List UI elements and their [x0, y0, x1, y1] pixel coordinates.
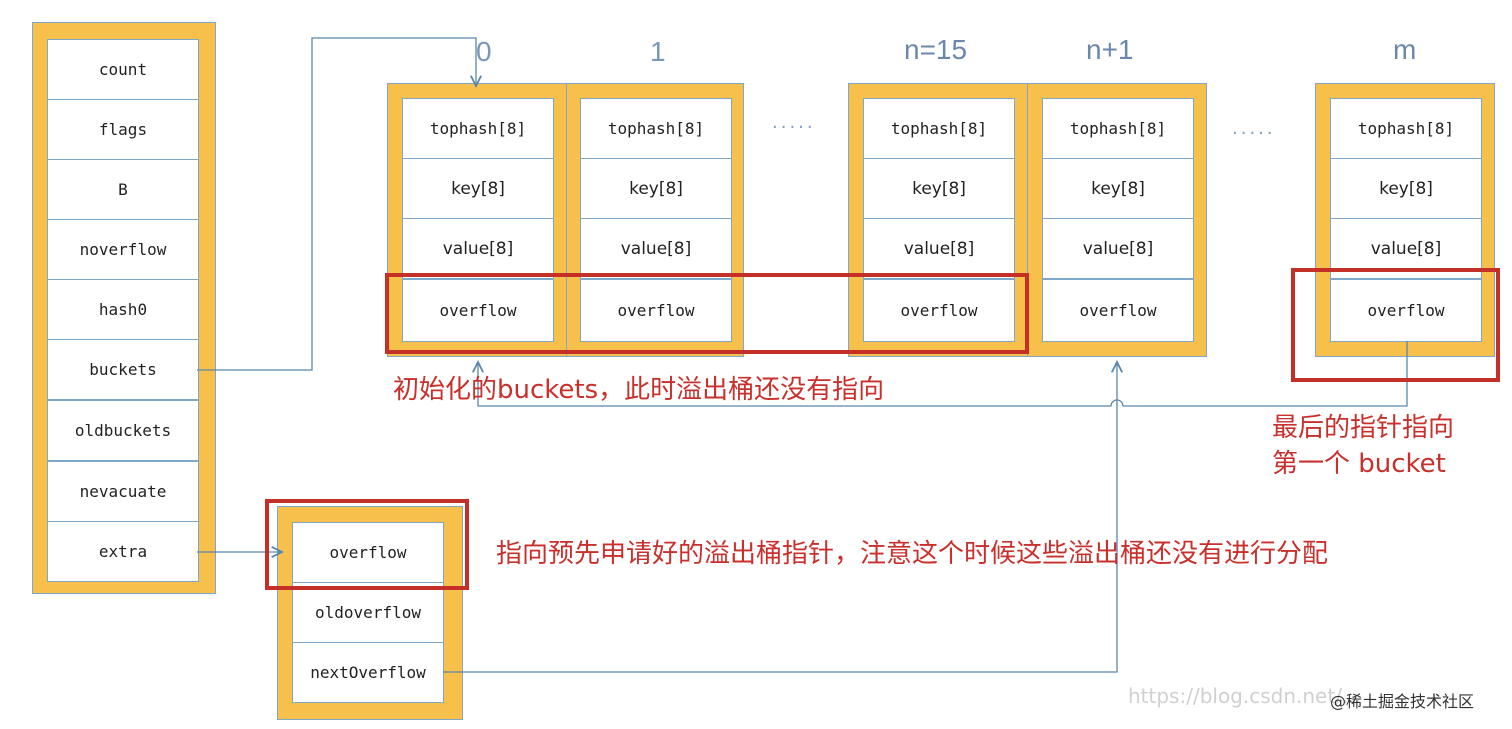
bucket-1-overflow: overflow [580, 279, 732, 342]
hmap-field-hash0: hash0 [47, 279, 199, 340]
hmap-field-flags: flags [47, 99, 199, 160]
bucket-ellipsis-2: ..... [1232, 118, 1276, 139]
hmap-field-noverflow: noverflow [47, 219, 199, 280]
hmap-field-nevacuate: nevacuate [47, 461, 199, 522]
bucket-n1-key: key[8] [1042, 158, 1194, 219]
watermark-site: @稀土掘金技术社区 [1330, 692, 1475, 711]
hmap-field-buckets: buckets [47, 339, 199, 400]
bucket-m-overflow: overflow [1330, 279, 1482, 342]
bucket-0-overflow: overflow [402, 279, 554, 342]
mapextra-struct: overflow oldoverflow nextOverflow [277, 506, 463, 720]
bucket-index-n1: n+1 [1086, 34, 1134, 65]
bucket-index-m: m [1393, 34, 1417, 65]
bucket-1: tophash[8] key[8] value[8] overflow [566, 83, 744, 357]
bucket-index-1: 1 [650, 36, 666, 67]
hmap-field-oldbuckets: oldbuckets [47, 400, 199, 461]
bucket-n15: tophash[8] key[8] value[8] overflow [848, 83, 1028, 357]
next-overflow-arrow [443, 362, 1117, 673]
bucket-index-n15: n=15 [904, 34, 968, 65]
bucket-n1-overflow: overflow [1042, 279, 1194, 342]
bucket-1-key: key[8] [580, 158, 732, 219]
bucket-n1-value: value[8] [1042, 218, 1194, 279]
last-pointer-note-line2: 第一个 bucket [1272, 449, 1446, 479]
bucket-m: tophash[8] key[8] value[8] overflow [1315, 83, 1495, 357]
bucket-0: tophash[8] key[8] value[8] overflow [387, 83, 567, 357]
last-bucket-overflow-highlight [1291, 268, 1500, 382]
mapextra-overflow-highlight [265, 499, 469, 590]
buckets-pointer-arrow [197, 37, 476, 371]
bucket-n15-key: key[8] [863, 158, 1015, 219]
bucket-index-0: 0 [476, 36, 492, 67]
bucket-0-tophash: tophash[8] [402, 98, 554, 159]
hmap-field-count: count [47, 39, 199, 100]
bucket-1-value: value[8] [580, 218, 732, 279]
bucket-ellipsis-1: ..... [772, 112, 816, 133]
bucket-m-tophash: tophash[8] [1330, 98, 1482, 159]
bucket-n15-tophash: tophash[8] [863, 98, 1015, 159]
watermark-url: https://blog.csdn.net/... [1128, 684, 1362, 708]
hmap-field-extra: extra [47, 521, 199, 582]
bucket-n1-tophash: tophash[8] [1042, 98, 1194, 159]
hmap-struct: count flags B noverflow hash0 buckets ol… [32, 22, 216, 594]
bucket-n1: tophash[8] key[8] value[8] overflow [1027, 83, 1207, 357]
bucket-n15-value: value[8] [863, 218, 1015, 279]
bucket-n15-overflow: overflow [863, 279, 1015, 342]
initial-buckets-note: 初始化的buckets，此时溢出桶还没有指向 [393, 375, 885, 405]
last-pointer-note-line1: 最后的指针指向 [1272, 413, 1455, 443]
mapextra-field-overflow: overflow [292, 522, 444, 583]
bucket-0-key: key[8] [402, 158, 554, 219]
mapextra-field-nextoverflow: nextOverflow [292, 642, 444, 703]
overflow-pointer-note: 指向预先申请好的溢出桶指针，注意这个时候这些溢出桶还没有进行分配 [496, 539, 1329, 569]
initial-buckets-overflow-highlight [385, 273, 1029, 354]
bucket-0-value: value[8] [402, 218, 554, 279]
bucket-m-key: key[8] [1330, 158, 1482, 219]
